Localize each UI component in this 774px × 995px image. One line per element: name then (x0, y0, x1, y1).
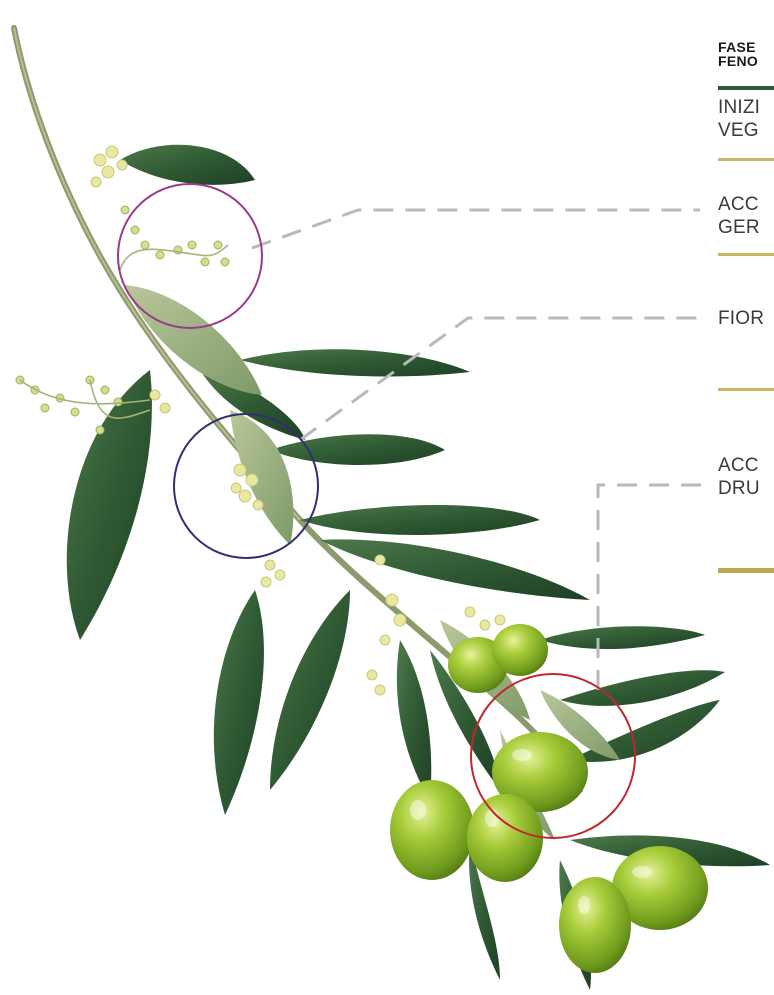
phase-label-line-1: ACC (718, 193, 774, 216)
phase-item: ACC GER (718, 193, 774, 239)
phase-item: FIOR (718, 307, 774, 330)
header-line-2: FENO (718, 54, 774, 68)
callout-line-drupe (598, 485, 705, 690)
phase-label-line-1: FIOR (718, 307, 774, 330)
phenology-phase-panel: FASE FENO INIZI VEG ACC GER FIOR ACC DRU (718, 0, 774, 995)
header-rule (718, 86, 774, 90)
phase-label-line-2: GER (718, 216, 774, 239)
callout-line-flower (300, 318, 705, 440)
callout-line-germ (252, 210, 700, 248)
header-line-1: FASE (718, 40, 774, 54)
flower-clusters (91, 146, 505, 695)
phase-item: ACC DRU (718, 454, 774, 500)
phase-label-line-2: VEG (718, 119, 774, 142)
phase-divider (718, 253, 774, 256)
phase-label-line-2: DRU (718, 477, 774, 500)
phase-label-line-1: INIZI (718, 96, 774, 119)
phase-item: INIZI VEG (718, 96, 774, 142)
phase-divider (718, 568, 774, 573)
panel-header: FASE FENO (718, 40, 774, 68)
phase-divider (718, 158, 774, 161)
circle-germination (118, 184, 262, 328)
phase-label-line-1: ACC (718, 454, 774, 477)
phase-divider (718, 388, 774, 391)
